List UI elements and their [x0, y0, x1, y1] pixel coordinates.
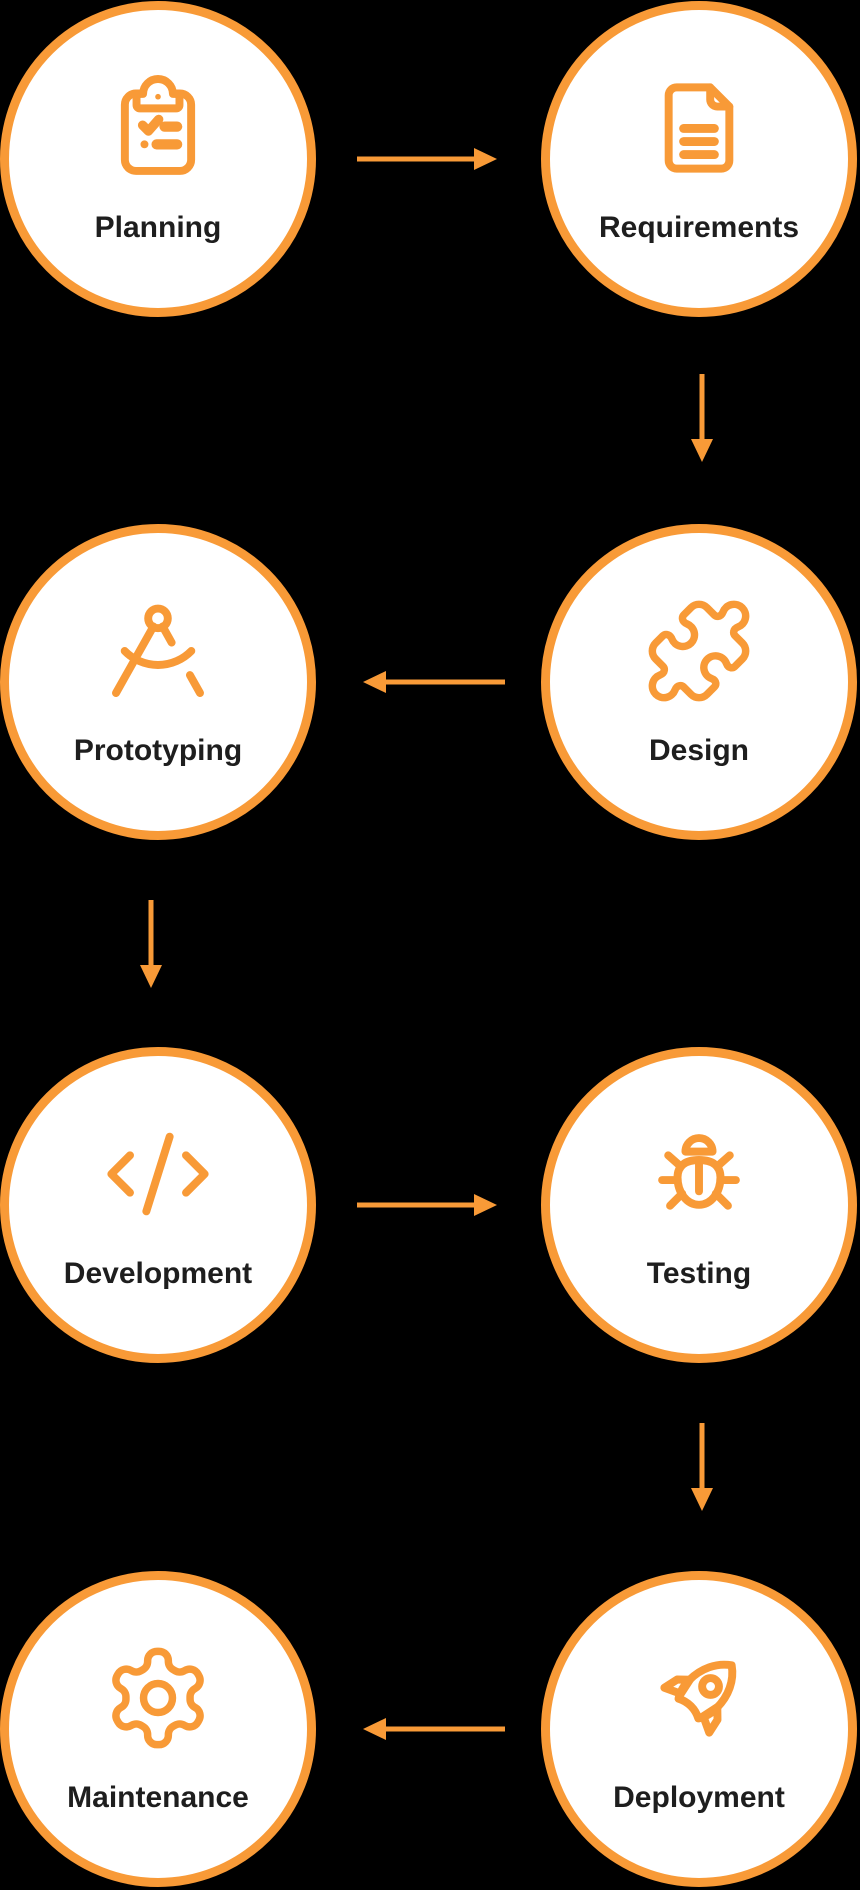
clipboard-checklist-icon [102, 72, 214, 184]
node-testing: Testing [541, 1047, 857, 1363]
code-icon [102, 1118, 214, 1230]
node-label: Prototyping [73, 734, 243, 767]
drafting-compass-icon [102, 595, 214, 707]
arrow-prototyping-to-development [140, 900, 162, 988]
node-design: Design [541, 524, 857, 840]
node-planning: Planning [0, 1, 316, 317]
arrow-deployment-to-maintenance [363, 1718, 505, 1740]
rocket-icon [643, 1642, 755, 1754]
node-label: Maintenance [67, 1781, 249, 1814]
arrow-design-to-prototyping [363, 671, 505, 693]
arrow-testing-to-deployment [691, 1423, 713, 1511]
node-prototyping: Prototyping [0, 524, 316, 840]
node-deployment: Deployment [541, 1571, 857, 1887]
node-requirements: Requirements [541, 1, 857, 317]
node-label: Deployment [613, 1781, 785, 1814]
puzzle-icon [643, 595, 755, 707]
node-label: Testing [646, 1257, 752, 1290]
node-label: Requirements [598, 211, 800, 244]
node-label: Development [63, 1257, 253, 1290]
bug-icon [643, 1118, 755, 1230]
gear-icon [102, 1642, 214, 1754]
arrow-planning-to-requirements [357, 148, 497, 170]
node-label: Planning [94, 211, 222, 244]
node-maintenance: Maintenance [0, 1571, 316, 1887]
arrow-development-to-testing [357, 1194, 497, 1216]
document-icon [643, 72, 755, 184]
arrow-requirements-to-design [691, 374, 713, 462]
node-label: Design [648, 734, 750, 767]
node-development: Development [0, 1047, 316, 1363]
